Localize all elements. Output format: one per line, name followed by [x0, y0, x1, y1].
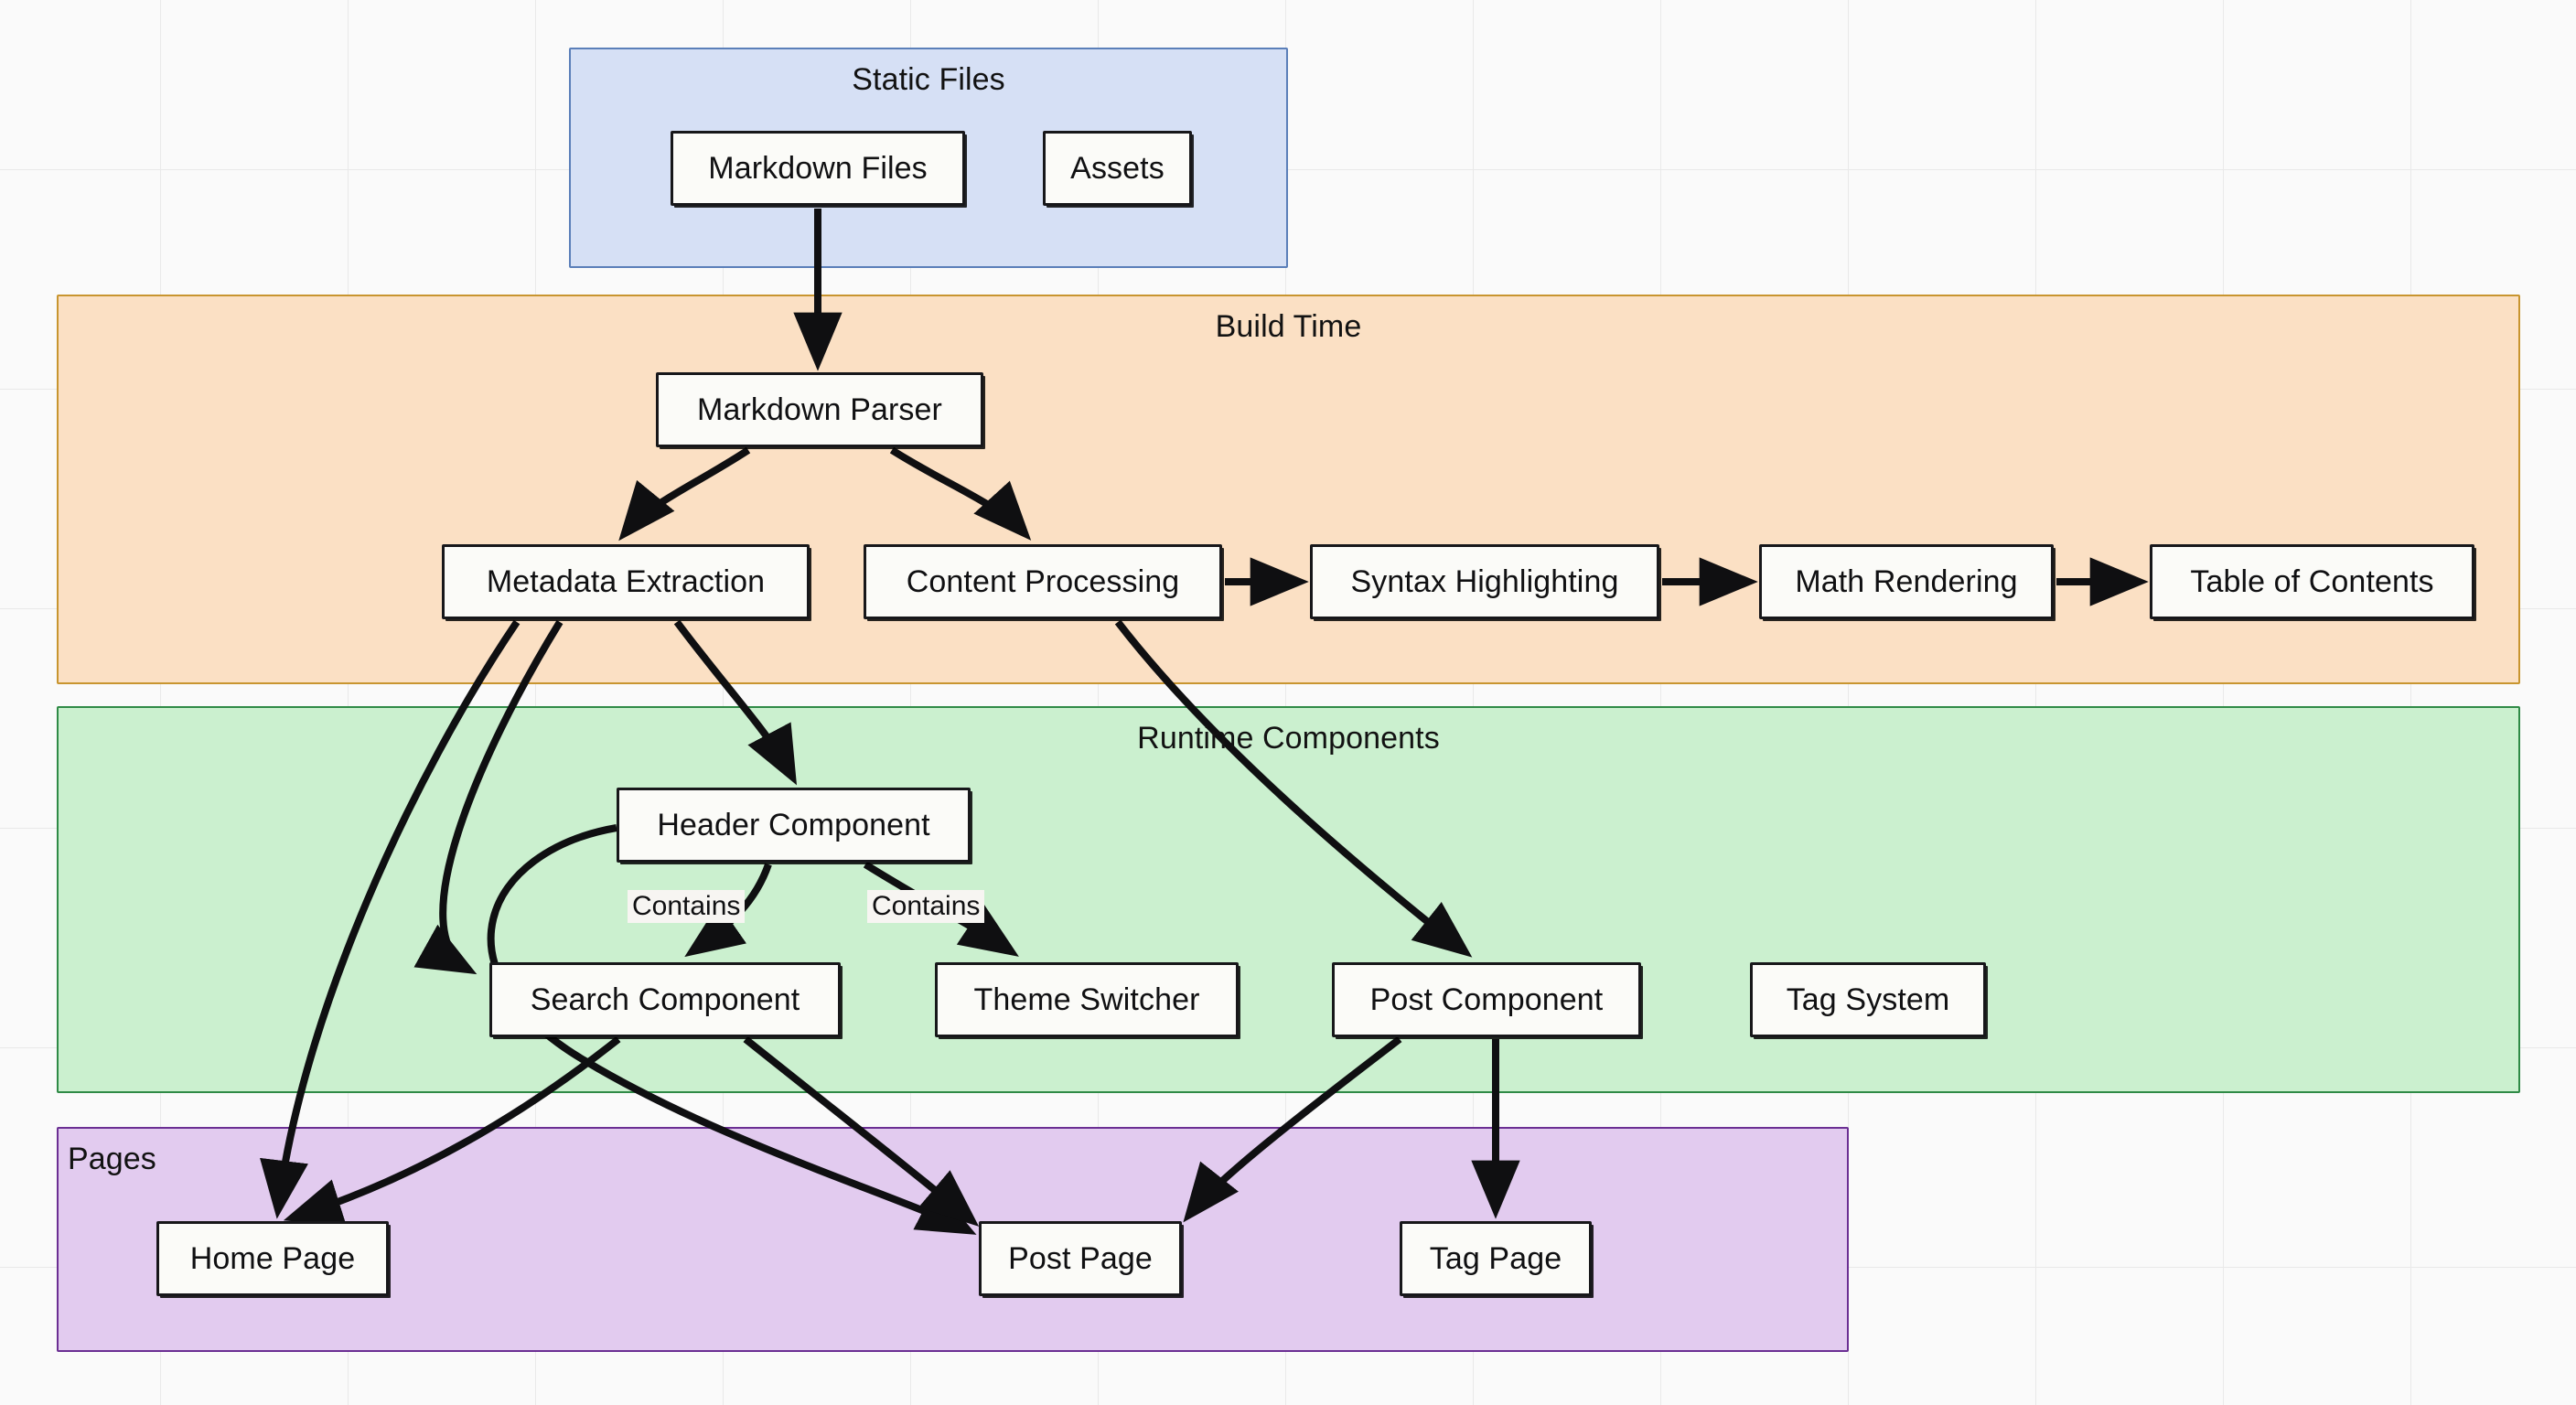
node-post-page[interactable]: Post Page [979, 1221, 1182, 1296]
node-assets[interactable]: Assets [1043, 131, 1192, 206]
node-theme-switcher[interactable]: Theme Switcher [935, 962, 1239, 1037]
edge-label-contains-search: Contains [628, 890, 746, 923]
cluster-label-pages: Pages [68, 1142, 156, 1176]
node-label: Math Rendering [1795, 563, 2018, 599]
node-label: Metadata Extraction [486, 563, 766, 599]
node-post-component[interactable]: Post Component [1332, 962, 1641, 1037]
node-syntax-highlighting[interactable]: Syntax Highlighting [1310, 544, 1659, 619]
node-label: Syntax Highlighting [1350, 563, 1619, 599]
cluster-label-build-time: Build Time [1215, 309, 1362, 344]
node-math-rendering[interactable]: Math Rendering [1759, 544, 2054, 619]
cluster-label-static-files: Static Files [852, 62, 1005, 97]
node-markdown-files[interactable]: Markdown Files [671, 131, 965, 206]
cluster-build-time [57, 295, 2520, 684]
node-content-processing[interactable]: Content Processing [864, 544, 1222, 619]
edge-label-contains-theme: Contains [867, 890, 985, 923]
node-label: Search Component [530, 981, 800, 1017]
node-label: Tag Page [1429, 1240, 1562, 1276]
node-label: Post Page [1008, 1240, 1153, 1276]
node-label: Home Page [189, 1240, 356, 1276]
node-label: Theme Switcher [973, 981, 1200, 1017]
node-label: Assets [1070, 150, 1165, 186]
node-tag-system[interactable]: Tag System [1750, 962, 1986, 1037]
node-label: Markdown Parser [697, 391, 942, 427]
node-label: Table of Contents [2190, 563, 2434, 599]
cluster-runtime-components [57, 706, 2520, 1093]
node-markdown-parser[interactable]: Markdown Parser [656, 372, 983, 447]
node-header-component[interactable]: Header Component [617, 788, 971, 863]
node-label: Header Component [657, 807, 930, 842]
node-home-page[interactable]: Home Page [156, 1221, 389, 1296]
node-label: Tag System [1786, 981, 1950, 1017]
node-label: Post Component [1369, 981, 1604, 1017]
node-tag-page[interactable]: Tag Page [1400, 1221, 1592, 1296]
node-label: Content Processing [906, 563, 1180, 599]
cluster-label-runtime-components: Runtime Components [1137, 721, 1440, 756]
node-metadata-extraction[interactable]: Metadata Extraction [442, 544, 810, 619]
node-search-component[interactable]: Search Component [489, 962, 841, 1037]
node-label: Markdown Files [708, 150, 928, 186]
node-table-of-contents[interactable]: Table of Contents [2150, 544, 2474, 619]
